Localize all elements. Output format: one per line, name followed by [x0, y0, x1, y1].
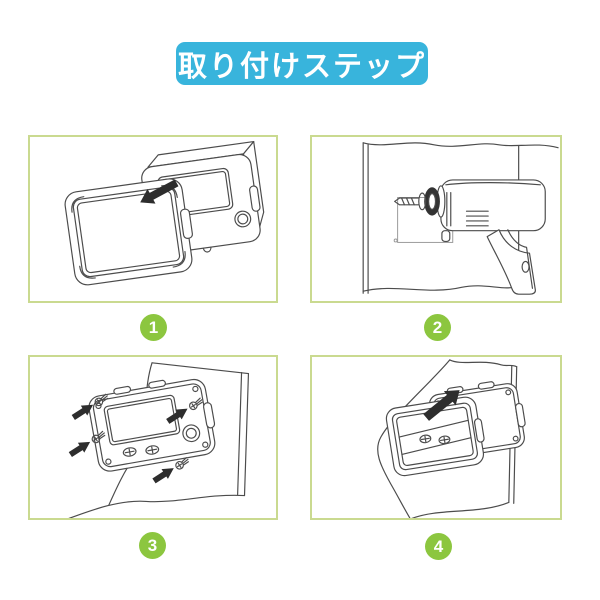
case-assembly-illustration	[64, 140, 265, 286]
step-number-badge-3: 3	[139, 532, 166, 559]
step-number-badge-1: 1	[140, 314, 167, 341]
step-number: 3	[147, 535, 158, 555]
step-2-panel	[310, 135, 562, 303]
drill-wall-illustration	[362, 142, 559, 295]
step-number: 1	[148, 317, 159, 337]
title-banner: 取り付けステップ	[176, 42, 428, 85]
step-number: 2	[432, 317, 443, 337]
screw-mounting-illustration	[67, 362, 250, 518]
step-4-panel	[310, 355, 562, 520]
cover-removal-illustration	[377, 359, 526, 518]
page-title: 取り付けステップ	[177, 50, 426, 83]
step-number-badge-2: 2	[424, 314, 451, 341]
step-number-badge-4: 4	[425, 533, 452, 560]
step-3-panel	[28, 355, 278, 520]
step-number: 4	[433, 536, 444, 556]
step-1-panel	[28, 135, 278, 303]
